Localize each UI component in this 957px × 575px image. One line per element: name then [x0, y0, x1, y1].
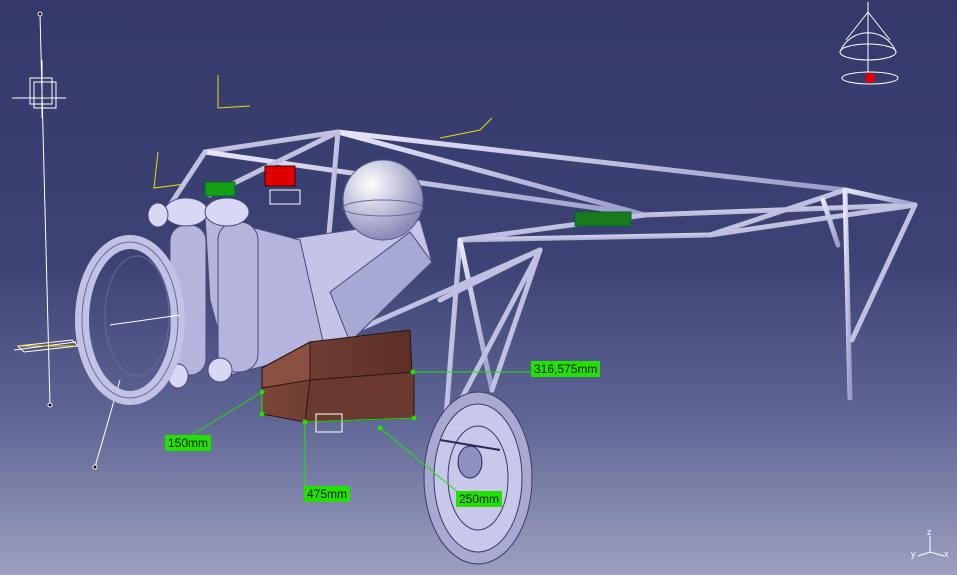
- rear-wheel[interactable]: [423, 391, 533, 565]
- axis-label-y: y: [911, 549, 916, 559]
- axis-label-x: x: [944, 549, 949, 559]
- seat[interactable]: [295, 219, 433, 343]
- axis-label-z: z: [927, 527, 932, 537]
- local-axis-markers: [18, 75, 493, 347]
- dimension-label-316[interactable]: 316,575mm: [531, 361, 601, 377]
- dimension-label-475[interactable]: 475mm: [304, 486, 351, 502]
- space-frame[interactable]: [167, 129, 918, 433]
- dimension-label-150[interactable]: 150mm: [165, 435, 212, 451]
- constraint-markers[interactable]: [204, 165, 632, 433]
- front-ring[interactable]: [75, 235, 185, 405]
- engine-block[interactable]: [147, 197, 326, 389]
- dimension-label-250[interactable]: 250mm: [456, 491, 503, 507]
- battery-box[interactable]: [261, 329, 415, 423]
- dimension-leaders: [189, 369, 532, 495]
- reference-axis-system[interactable]: [12, 11, 121, 470]
- axis-triad-icon: [917, 536, 945, 557]
- compass-icon[interactable]: [839, 2, 899, 85]
- helmet[interactable]: [342, 159, 424, 241]
